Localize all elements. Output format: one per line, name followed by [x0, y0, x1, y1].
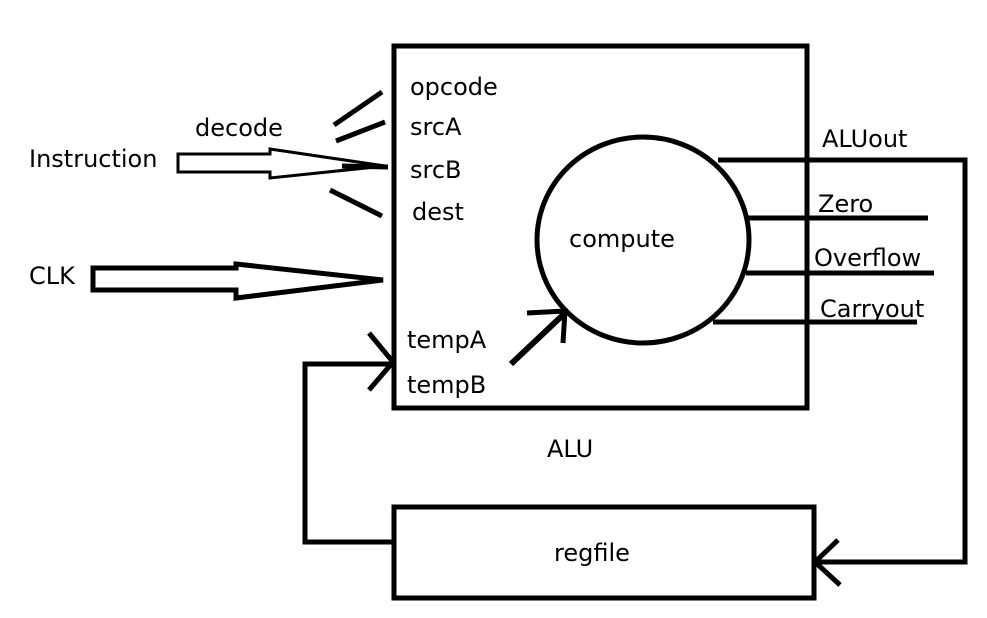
decode-line-opcode [332, 89, 384, 128]
temp-to-compute-arrowhead [526, 308, 568, 344]
decode-label: decode [195, 114, 283, 142]
compute-label: compute [569, 225, 675, 253]
zero-label: Zero [818, 190, 874, 218]
instruction-label: Instruction [29, 145, 158, 173]
regfile-box [391, 504, 817, 601]
regfile-label: regfile [554, 539, 630, 567]
tempa-label: tempA [407, 326, 487, 354]
clk-label: CLK [29, 262, 75, 290]
decode-line-dest [328, 187, 384, 219]
carryout-label: Carryout [820, 295, 925, 323]
decode-line-srca [335, 119, 386, 144]
opcode-label: opcode [410, 73, 498, 101]
regfile-to-alu-arrowhead [367, 331, 397, 392]
aluout-label: ALUout [822, 125, 908, 153]
alu-label: ALU [547, 435, 594, 463]
regfile-to-alu-path [302, 361, 394, 545]
srca-label: srcA [410, 113, 462, 141]
instruction-arrow [176, 147, 386, 180]
dest-label: dest [412, 198, 464, 226]
compute-circle [534, 134, 752, 346]
overflow-label: Overflow [814, 244, 922, 272]
aluout-to-regfile-arrowhead [811, 538, 842, 587]
temp-to-compute-line [508, 310, 568, 367]
srcb-label: srcB [410, 156, 462, 184]
tempb-label: tempB [407, 371, 487, 399]
alu-box [391, 43, 810, 411]
clk-arrow [90, 261, 384, 301]
aluout-to-regfile-path [718, 157, 968, 565]
decode-line-srcb [341, 163, 389, 170]
